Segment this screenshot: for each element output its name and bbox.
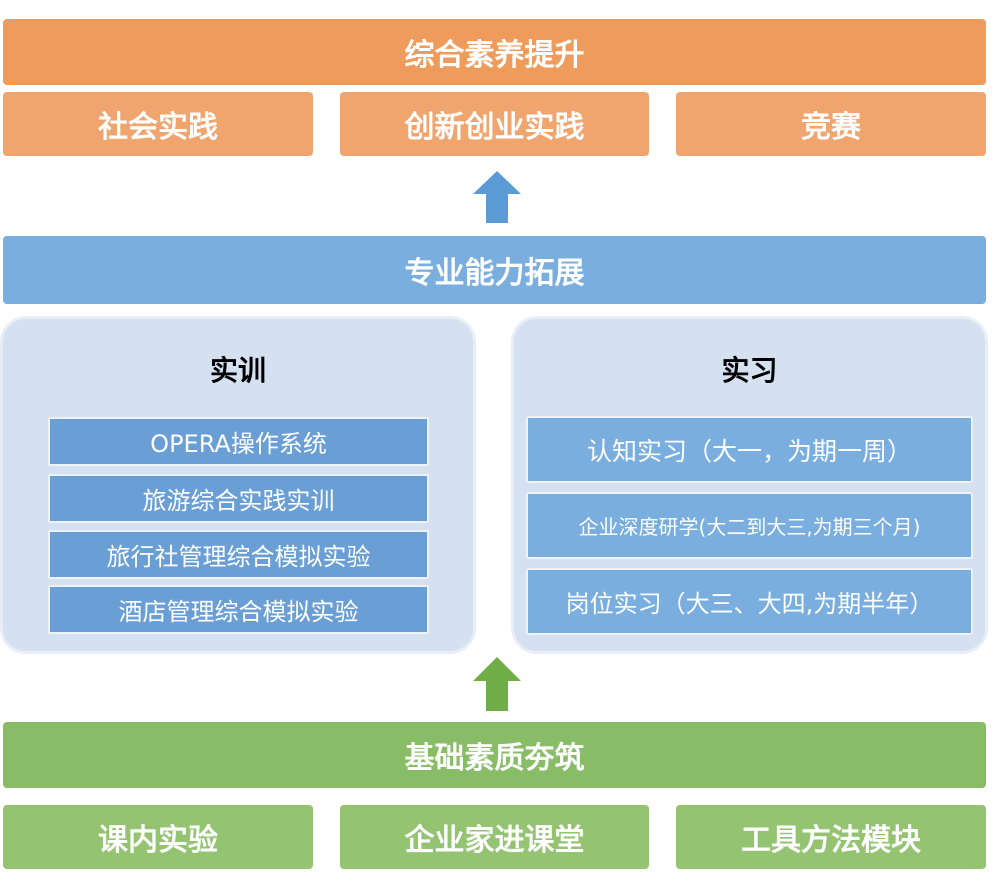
- internship-item-deep-study: 企业深度研学(大二到大三,为期三个月): [526, 492, 973, 559]
- middle-title-bar: 专业能力拓展: [3, 236, 986, 304]
- up-arrow-blue-icon: [473, 171, 521, 223]
- top-title-bar: 综合素养提升: [3, 19, 986, 85]
- internship-title: 实习: [721, 354, 778, 387]
- bottom-item-label: 课内实验: [98, 823, 218, 858]
- training-item-travel-agency: 旅行社管理综合模拟实验: [48, 530, 429, 579]
- training-title: 实训: [209, 354, 266, 387]
- bottom-item-tools-methods: 工具方法模块: [676, 805, 986, 869]
- top-item-social-practice: 社会实践: [3, 92, 313, 156]
- training-item-label: OPERA操作系统: [150, 430, 327, 458]
- training-item-label: 旅游综合实践实训: [142, 487, 335, 515]
- training-item-label: 旅行社管理综合模拟实验: [106, 543, 371, 571]
- up-arrow-green-icon: [473, 657, 521, 711]
- top-item-competition: 竞赛: [676, 92, 986, 156]
- bottom-title: 基础素质夯筑: [404, 741, 585, 776]
- top-title: 综合素养提升: [404, 38, 585, 73]
- internship-item-post: 岗位实习（大三、大四,为期半年）: [526, 568, 973, 635]
- internship-item-cognitive: 认知实习（大一，为期一周）: [526, 416, 973, 483]
- training-item-tourism: 旅游综合实践实训: [48, 474, 429, 523]
- training-item-opera: OPERA操作系统: [48, 417, 429, 466]
- internship-item-label: 岗位实习（大三、大四,为期半年）: [565, 590, 934, 618]
- internship-item-label: 认知实习（大一，为期一周）: [586, 436, 912, 466]
- internship-item-label: 企业深度研学(大二到大三,为期三个月): [578, 515, 921, 539]
- bottom-item-label: 企业家进课堂: [404, 823, 585, 858]
- bottom-item-label: 工具方法模块: [741, 823, 921, 858]
- bottom-title-bar: 基础素质夯筑: [3, 722, 986, 788]
- training-item-hotel: 酒店管理综合模拟实验: [48, 585, 429, 634]
- top-item-label: 竞赛: [801, 110, 861, 145]
- top-item-innovation-practice: 创新创业实践: [340, 92, 649, 156]
- middle-title: 专业能力拓展: [404, 256, 585, 291]
- bottom-item-class-experiment: 课内实验: [3, 805, 313, 869]
- top-item-label: 创新创业实践: [404, 110, 585, 145]
- top-item-label: 社会实践: [98, 110, 218, 145]
- training-item-label: 酒店管理综合模拟实验: [118, 598, 359, 626]
- bottom-item-entrepreneur-class: 企业家进课堂: [340, 805, 649, 869]
